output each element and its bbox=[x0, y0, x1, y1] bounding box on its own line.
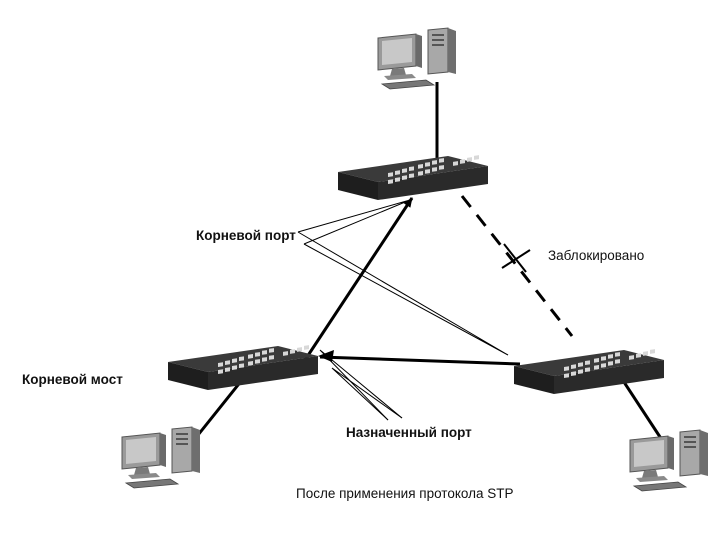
root-bridge-label: Корневой мост bbox=[22, 372, 123, 387]
root-port-callout bbox=[297, 199, 509, 356]
computer-top bbox=[377, 27, 457, 90]
link-top-right-blocked bbox=[460, 195, 574, 337]
link-right-pc bbox=[618, 375, 664, 441]
switch-right bbox=[514, 349, 664, 394]
link-left-top bbox=[303, 197, 414, 361]
blocked-x-icon bbox=[501, 243, 531, 273]
diagram-caption: После применения протокола STP bbox=[296, 486, 514, 501]
computer-left bbox=[121, 426, 201, 489]
switch-left bbox=[168, 345, 318, 390]
root-port-label: Корневой порт bbox=[196, 228, 296, 243]
computer-right bbox=[629, 429, 709, 492]
link-left-right bbox=[319, 355, 521, 366]
blocked-label: Заблокировано bbox=[548, 248, 645, 263]
designated-port-label: Назначенный порт bbox=[346, 425, 472, 440]
designated-port-callout bbox=[319, 349, 403, 421]
switch-top bbox=[338, 155, 488, 200]
